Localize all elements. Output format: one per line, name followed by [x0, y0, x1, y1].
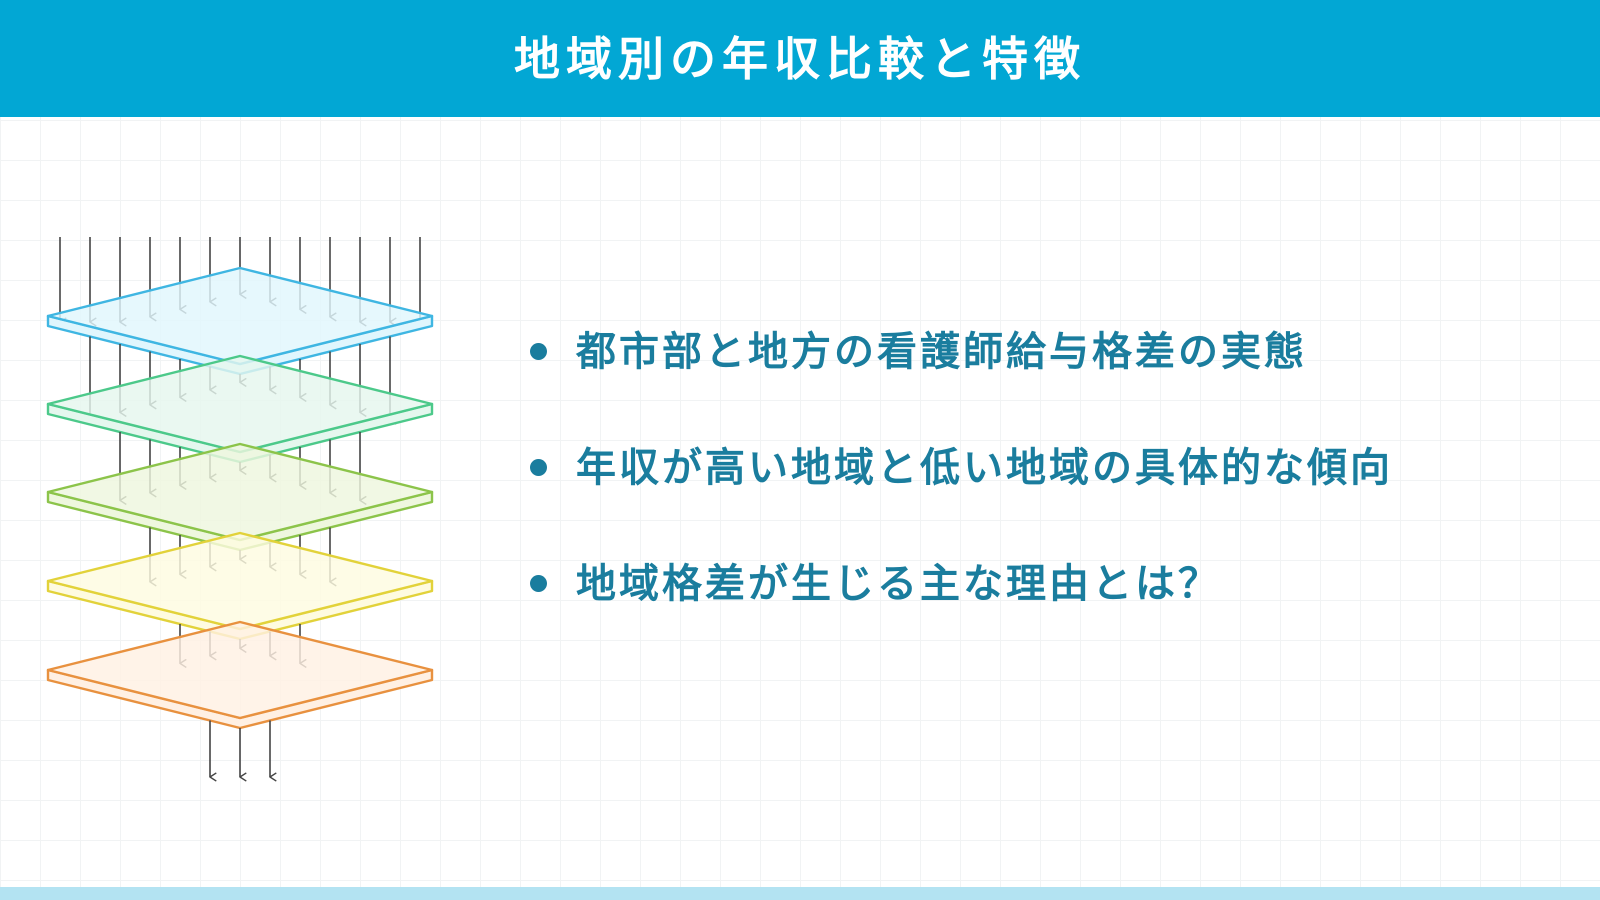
bullet-item: 地域格差が生じる主な理由とは？ — [530, 554, 1393, 670]
bullet-dot-icon — [530, 459, 547, 476]
bullet-dot-icon — [530, 575, 547, 592]
bullet-list: 都市部と地方の看護師給与格差の実態年収が高い地域と低い地域の具体的な傾向地域格差… — [530, 322, 1393, 670]
bullet-text: 年収が高い地域と低い地域の具体的な傾向 — [576, 445, 1393, 491]
arrow-group — [209, 720, 270, 778]
filter-layer — [46, 620, 434, 730]
page-title: 地域別の年収比較と特徴 — [514, 31, 1086, 86]
filter-layer — [46, 354, 434, 464]
filter-layers-icon — [46, 237, 434, 877]
filter-layer — [46, 442, 434, 552]
bullet-text: 地域格差が生じる主な理由とは？ — [576, 561, 1221, 607]
bullet-item: 年収が高い地域と低い地域の具体的な傾向 — [530, 438, 1393, 554]
bullet-dot-icon — [530, 343, 547, 360]
footer-bar — [0, 887, 1600, 900]
header-bar: 地域別の年収比較と特徴 — [0, 0, 1600, 117]
bullet-item: 都市部と地方の看護師給与格差の実態 — [530, 322, 1393, 438]
bullet-text: 都市部と地方の看護師給与格差の実態 — [576, 329, 1307, 375]
